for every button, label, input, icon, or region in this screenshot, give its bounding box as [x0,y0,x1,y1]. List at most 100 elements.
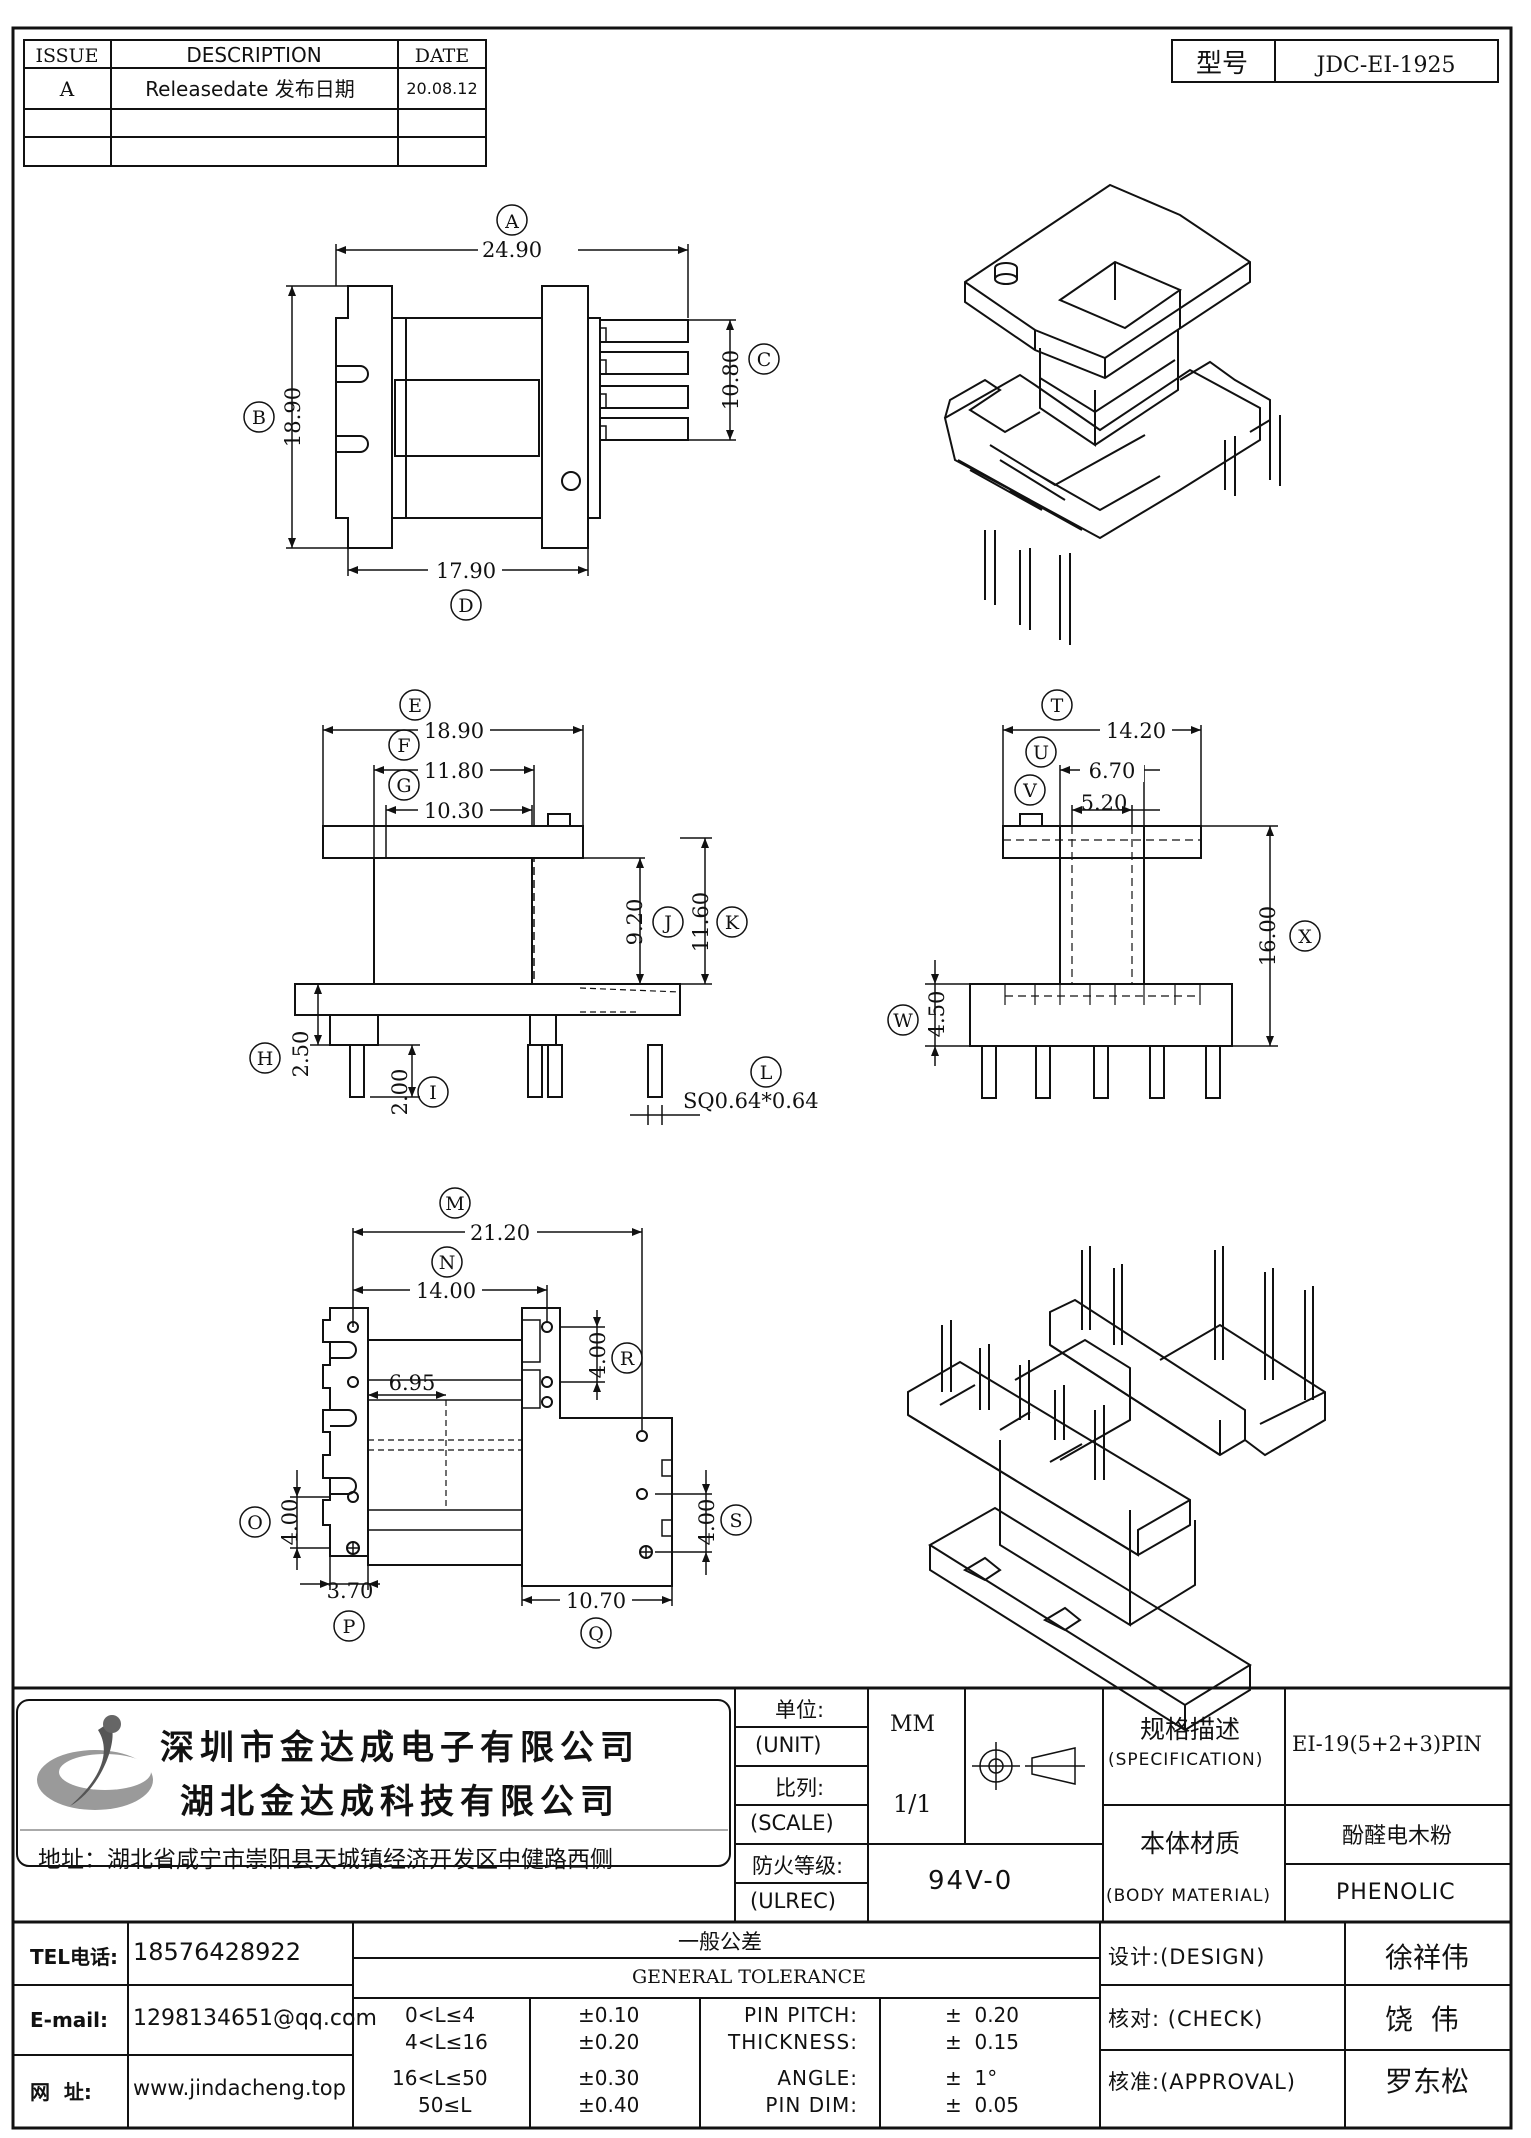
dim-I: 2.00 [388,1069,412,1116]
model-label: 型号 [1196,49,1248,79]
dim-center: 6.95 [389,1371,436,1395]
circle-A: A [504,211,519,233]
circle-F: F [397,735,410,757]
iso-view-1 [943,183,1281,645]
scale-label-en: (SCALE) [750,1811,834,1835]
revision-table: ISSUE DESCRIPTION DATE A Releasedate 发布日… [23,39,487,167]
rev-header-date: DATE [415,45,469,67]
unit-label-cn: 单位: [775,1698,825,1722]
circle-N: N [439,1252,456,1274]
tol-value-2: ±0.30 [578,2066,640,2090]
top-view: 24.90 A 18.90 B 10.80 C 17.90 D [243,204,780,621]
tol-range-3: 50≤L [418,2093,472,2117]
rev-description: Releasedate 发布日期 [145,77,355,101]
circle-S: S [729,1510,742,1532]
dim-O: 4.00 [278,1499,302,1546]
dim-Q: 10.70 [566,1589,626,1613]
fire-value: 94V-0 [928,1866,1014,1896]
design-label: 设计:(DESIGN) [1108,1945,1266,1969]
circle-M: M [445,1193,464,1215]
dim-H: 2.50 [289,1031,313,1078]
circle-X: X [1298,926,1312,948]
circle-U: U [1033,742,1049,764]
front-view: 18.90 E 11.80 F 10.30 G 9.20 J 11.60 K 2… [249,689,819,1125]
dim-P: 3.70 [327,1579,374,1603]
check-label: 核对: (CHECK) [1108,2007,1264,2031]
approve-label: 核准:(APPROVAL) [1108,2070,1296,2094]
param-name-0: PIN PITCH: [743,2003,858,2027]
rev-header-description: DESCRIPTION [186,43,321,67]
material-value-cn: 酚醛电木粉 [1342,1824,1453,1849]
dim-J: 9.20 [623,899,647,946]
check-value: 饶 伟 [1385,2003,1459,2036]
param-name-3: PIN DIM: [765,2093,858,2117]
dim-R: 4.00 [586,1332,610,1379]
side-view: 14.20 T 6.70 U 5.20 V 16.00 X 4.50 W [887,689,1321,1099]
tolerance-title-en: GENERAL TOLERANCE [632,1966,867,1988]
spec-label-en: (SPECIFICATION) [1108,1750,1264,1770]
title-block-lines [13,1686,1511,2128]
design-value: 徐祥伟 [1385,1941,1470,1974]
fire-label-cn: 防火等级: [752,1854,844,1878]
dim-K: 11.60 [689,892,713,952]
dim-M: 21.20 [470,1221,530,1245]
scale-value: 1/1 [893,1790,932,1818]
tel-value: 18576428922 [133,1938,301,1966]
dim-L: SQ0.64*0.64 [683,1089,819,1113]
material-value-en: PHENOLIC [1336,1880,1456,1905]
circle-B: B [252,407,266,429]
unit-label-en: (UNIT) [755,1733,822,1757]
circle-O: O [247,1512,263,1534]
circle-J: J [662,912,672,934]
dim-S: 4.00 [695,1499,719,1546]
material-label-en: (BODY MATERIAL) [1106,1886,1271,1906]
rev-header-issue: ISSUE [35,45,98,67]
param-value-1: ± 0.15 [945,2030,1020,2054]
circle-E: E [408,695,422,717]
dim-D: 17.90 [436,559,496,583]
email-label: E-mail: [30,2008,109,2032]
circle-C: C [757,349,772,371]
spec-value: EI-19(5+2+3)PIN [1292,1732,1482,1756]
scale-label-cn: 比列: [775,1776,825,1800]
param-name-2: ANGLE: [777,2066,858,2090]
dim-B: 18.90 [281,387,305,447]
dim-T: 14.20 [1106,719,1166,743]
circle-I: I [429,1082,437,1104]
circle-P: P [343,1616,356,1638]
dim-V: 5.20 [1081,791,1128,815]
param-value-2: ± 1° [945,2066,998,2090]
iso-view-2 [907,1246,1326,1732]
spec-label-cn: 规格描述 [1140,1715,1241,1744]
circle-L: L [760,1062,773,1084]
tolerance-title-cn: 一般公差 [678,1930,762,1954]
tel-label: TEL电话: [30,1945,119,1969]
dim-W: 4.50 [925,991,949,1038]
company-address: 地址：湖北省咸宁市崇阳县天城镇经济开发区中健路西侧 [38,1847,613,1873]
tol-value-3: ±0.40 [578,2093,640,2117]
company-name-2: 湖北金达成科技有限公司 [180,1782,620,1822]
dim-A: 24.90 [482,238,542,262]
circle-V: V [1022,780,1037,802]
tol-range-0: 0<L≤4 [405,2003,476,2027]
tol-range-1: 4<L≤16 [405,2030,488,2054]
model-value: JDC-EI-1925 [1315,53,1456,78]
circle-W: W [893,1010,913,1032]
bottom-view: 21.20 M 14.00 N 6.95 4.00 R 4.00 O 4.00 … [239,1187,752,1649]
rev-date: 20.08.12 [406,79,477,98]
projection-symbol-icon [972,1742,1085,1790]
web-label: 网 址: [30,2080,92,2104]
web-value: www.jindacheng.top [133,2076,346,2100]
dim-E: 18.90 [424,719,484,743]
circle-R: R [620,1348,635,1370]
dim-N: 14.00 [416,1279,476,1303]
param-value-0: ± 0.20 [945,2003,1020,2027]
circle-D: D [458,595,473,617]
dim-X: 16.00 [1256,906,1280,966]
approve-value: 罗东松 [1385,2065,1470,2098]
circle-K: K [725,912,740,934]
param-name-1: THICKNESS: [728,2030,858,2054]
tol-value-0: ±0.10 [578,2003,640,2027]
circle-H: H [257,1048,274,1070]
